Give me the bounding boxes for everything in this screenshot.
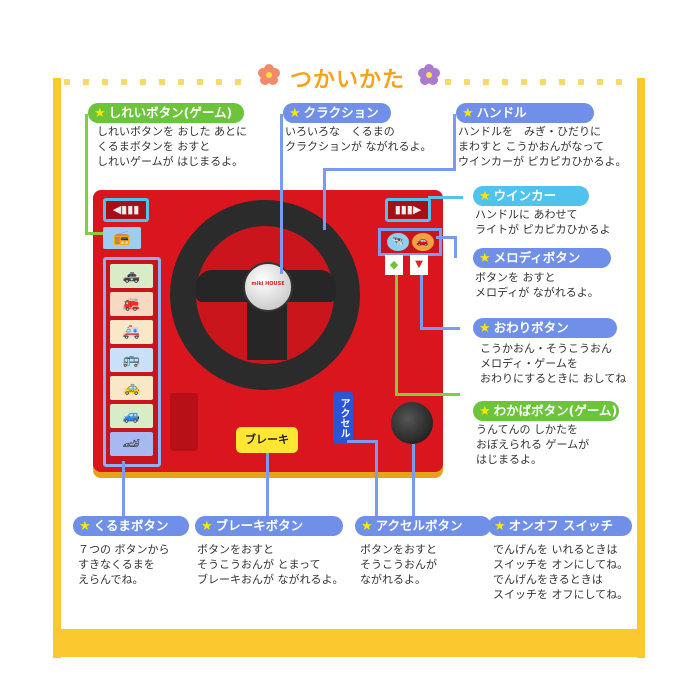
desc-shirei-button: しれいボタンを おした あとに くるまボタンを おすと しれいゲームが はじまる… [97, 125, 247, 168]
star-icon: ★ [94, 106, 106, 121]
left-turn-signal: ◀▮▮▮ [103, 198, 149, 222]
right-turn-signal: ▮▮▮▶ [385, 198, 431, 222]
label-owari: ★おわりボタン [473, 318, 617, 338]
desc-accel: ボタンをおすと そうこうおんが ながれるよ。 [360, 543, 437, 586]
desc-handle: ハンドルを みぎ・ひだりに まわすと こうかおんがなって ウインカーが ピカピカ… [458, 125, 627, 168]
connector-wakaba [395, 275, 398, 395]
desc-onoff: でんげんを いれるときは スイッチを オンにしてね。 でんげんをきるときは スイ… [493, 543, 629, 601]
star-icon: ★ [361, 519, 373, 534]
page-title: つかいかた [290, 68, 406, 93]
label-title: オンオフ スイッチ [508, 518, 614, 533]
label-accel: ★アクセルボタン [355, 516, 491, 536]
desc-klaxon: いろいろな くるまの クラクションが ながれるよ。 [285, 125, 432, 153]
desc-brake: ボタンをおすと そうこうおんが とまって ブレーキおんが ながれるよ。 [197, 543, 344, 586]
dotted-line-right [445, 79, 622, 85]
connector-accel-h [347, 440, 377, 443]
label-title: ウインカー [493, 188, 557, 203]
car-button-ambulance[interactable]: 🚑 [110, 320, 153, 344]
label-handle: ★ハンドル [456, 103, 594, 123]
car-button-taxi[interactable]: 🚕 [110, 376, 153, 400]
star-icon: ★ [479, 189, 491, 204]
star-icon: ★ [201, 519, 213, 534]
connector-winker [428, 196, 463, 199]
label-winker: ★ウインカー [473, 186, 589, 206]
label-title: アクセルボタン [375, 518, 463, 533]
decorative-pedal [170, 393, 198, 451]
frame-left-border [53, 78, 61, 658]
desc-kuruma: ７つの ボタンから すきなくるまを えらんでね。 [78, 543, 170, 586]
connector-klaxon [280, 114, 283, 274]
label-title: クラクション [303, 105, 379, 120]
connector-melody-v [454, 236, 457, 258]
desc-winker: ハンドルに あわせて ライトが ピカピカひかるよ [475, 208, 611, 236]
connector-shirei [85, 114, 88, 234]
label-onoff: ★オンオフ スイッチ [488, 516, 632, 536]
label-brake: ★ブレーキボタン [195, 516, 343, 536]
melody-button-2[interactable]: 🚗 [411, 233, 434, 251]
desc-owari: こうかおん・そうこうおん メロディ・ゲームを おわりにするときに おしてね [480, 342, 627, 385]
connector-kuruma [122, 461, 125, 516]
frame-bottom-border [53, 629, 645, 657]
connector-melody [436, 236, 454, 239]
label-title: メロディボタン [493, 250, 581, 265]
connector-handle [323, 168, 326, 230]
connector-handle-h [323, 168, 453, 171]
connector-owari-h [420, 327, 460, 330]
star-icon: ★ [79, 519, 91, 534]
horn-brand-text: miki HOUSE [251, 281, 285, 287]
wakaba-button[interactable]: ◆ [385, 255, 403, 275]
car-button-panel: 🚓 🚒 🚑 🚌 🚕 🚙 🏎 [103, 257, 161, 467]
flower-left-icon [258, 64, 280, 86]
connector-brake [266, 453, 269, 516]
label-title: ハンドル [476, 105, 527, 120]
star-icon: ★ [479, 251, 491, 266]
dotted-line-left [64, 79, 241, 85]
car-button-police[interactable]: 🚓 [110, 264, 153, 288]
melody-buttons: 🐄 🚗 [378, 228, 442, 256]
accel-button[interactable]: アクセル [333, 392, 353, 444]
connector-accel [375, 440, 378, 516]
label-klaxon: ★クラクション [283, 103, 391, 123]
command-game-button[interactable]: 📻 [103, 227, 141, 249]
stop-button[interactable]: ▼ [410, 255, 428, 275]
label-title: わかばボタン(ゲーム) [493, 403, 618, 418]
connector-wakaba-h [395, 393, 460, 396]
label-wakaba: ★わかばボタン(ゲーム) [473, 401, 619, 421]
label-melody: ★メロディボタン [473, 248, 611, 268]
label-shirei-button: ★しれいボタン(ゲーム) [88, 103, 245, 123]
connector-owari [420, 275, 423, 329]
connector-shirei-h [85, 232, 103, 235]
frame-right-border [637, 78, 645, 658]
flower-right-icon [418, 64, 440, 86]
label-title: くるまボタン [93, 518, 169, 533]
star-icon: ★ [479, 404, 491, 419]
label-title: おわりボタン [493, 320, 569, 335]
horn-button[interactable] [243, 262, 293, 312]
connector-onoff [412, 444, 415, 516]
star-icon: ★ [462, 106, 474, 121]
power-switch-knob[interactable] [391, 402, 433, 444]
car-button-jeep[interactable]: 🚙 [110, 404, 153, 428]
car-button-bus[interactable]: 🚌 [110, 348, 153, 372]
label-title: しれいボタン(ゲーム) [108, 105, 233, 120]
star-icon: ★ [289, 106, 301, 121]
label-title: ブレーキボタン [215, 518, 304, 533]
car-button-fire-truck[interactable]: 🚒 [110, 292, 153, 316]
brake-button[interactable]: ブレーキ [236, 427, 298, 453]
desc-melody: ボタンを おすと メロディが ながれるよ。 [475, 271, 599, 299]
melody-button-1[interactable]: 🐄 [386, 233, 409, 251]
star-icon: ★ [479, 321, 491, 336]
label-kuruma: ★くるまボタン [73, 516, 189, 536]
star-icon: ★ [494, 519, 506, 534]
connector-handle-v [453, 114, 456, 171]
desc-wakaba: うんてんの しかたを おぼえられる ゲームが はじまるよ。 [476, 423, 590, 466]
car-button-race-car[interactable]: 🏎 [110, 432, 153, 456]
